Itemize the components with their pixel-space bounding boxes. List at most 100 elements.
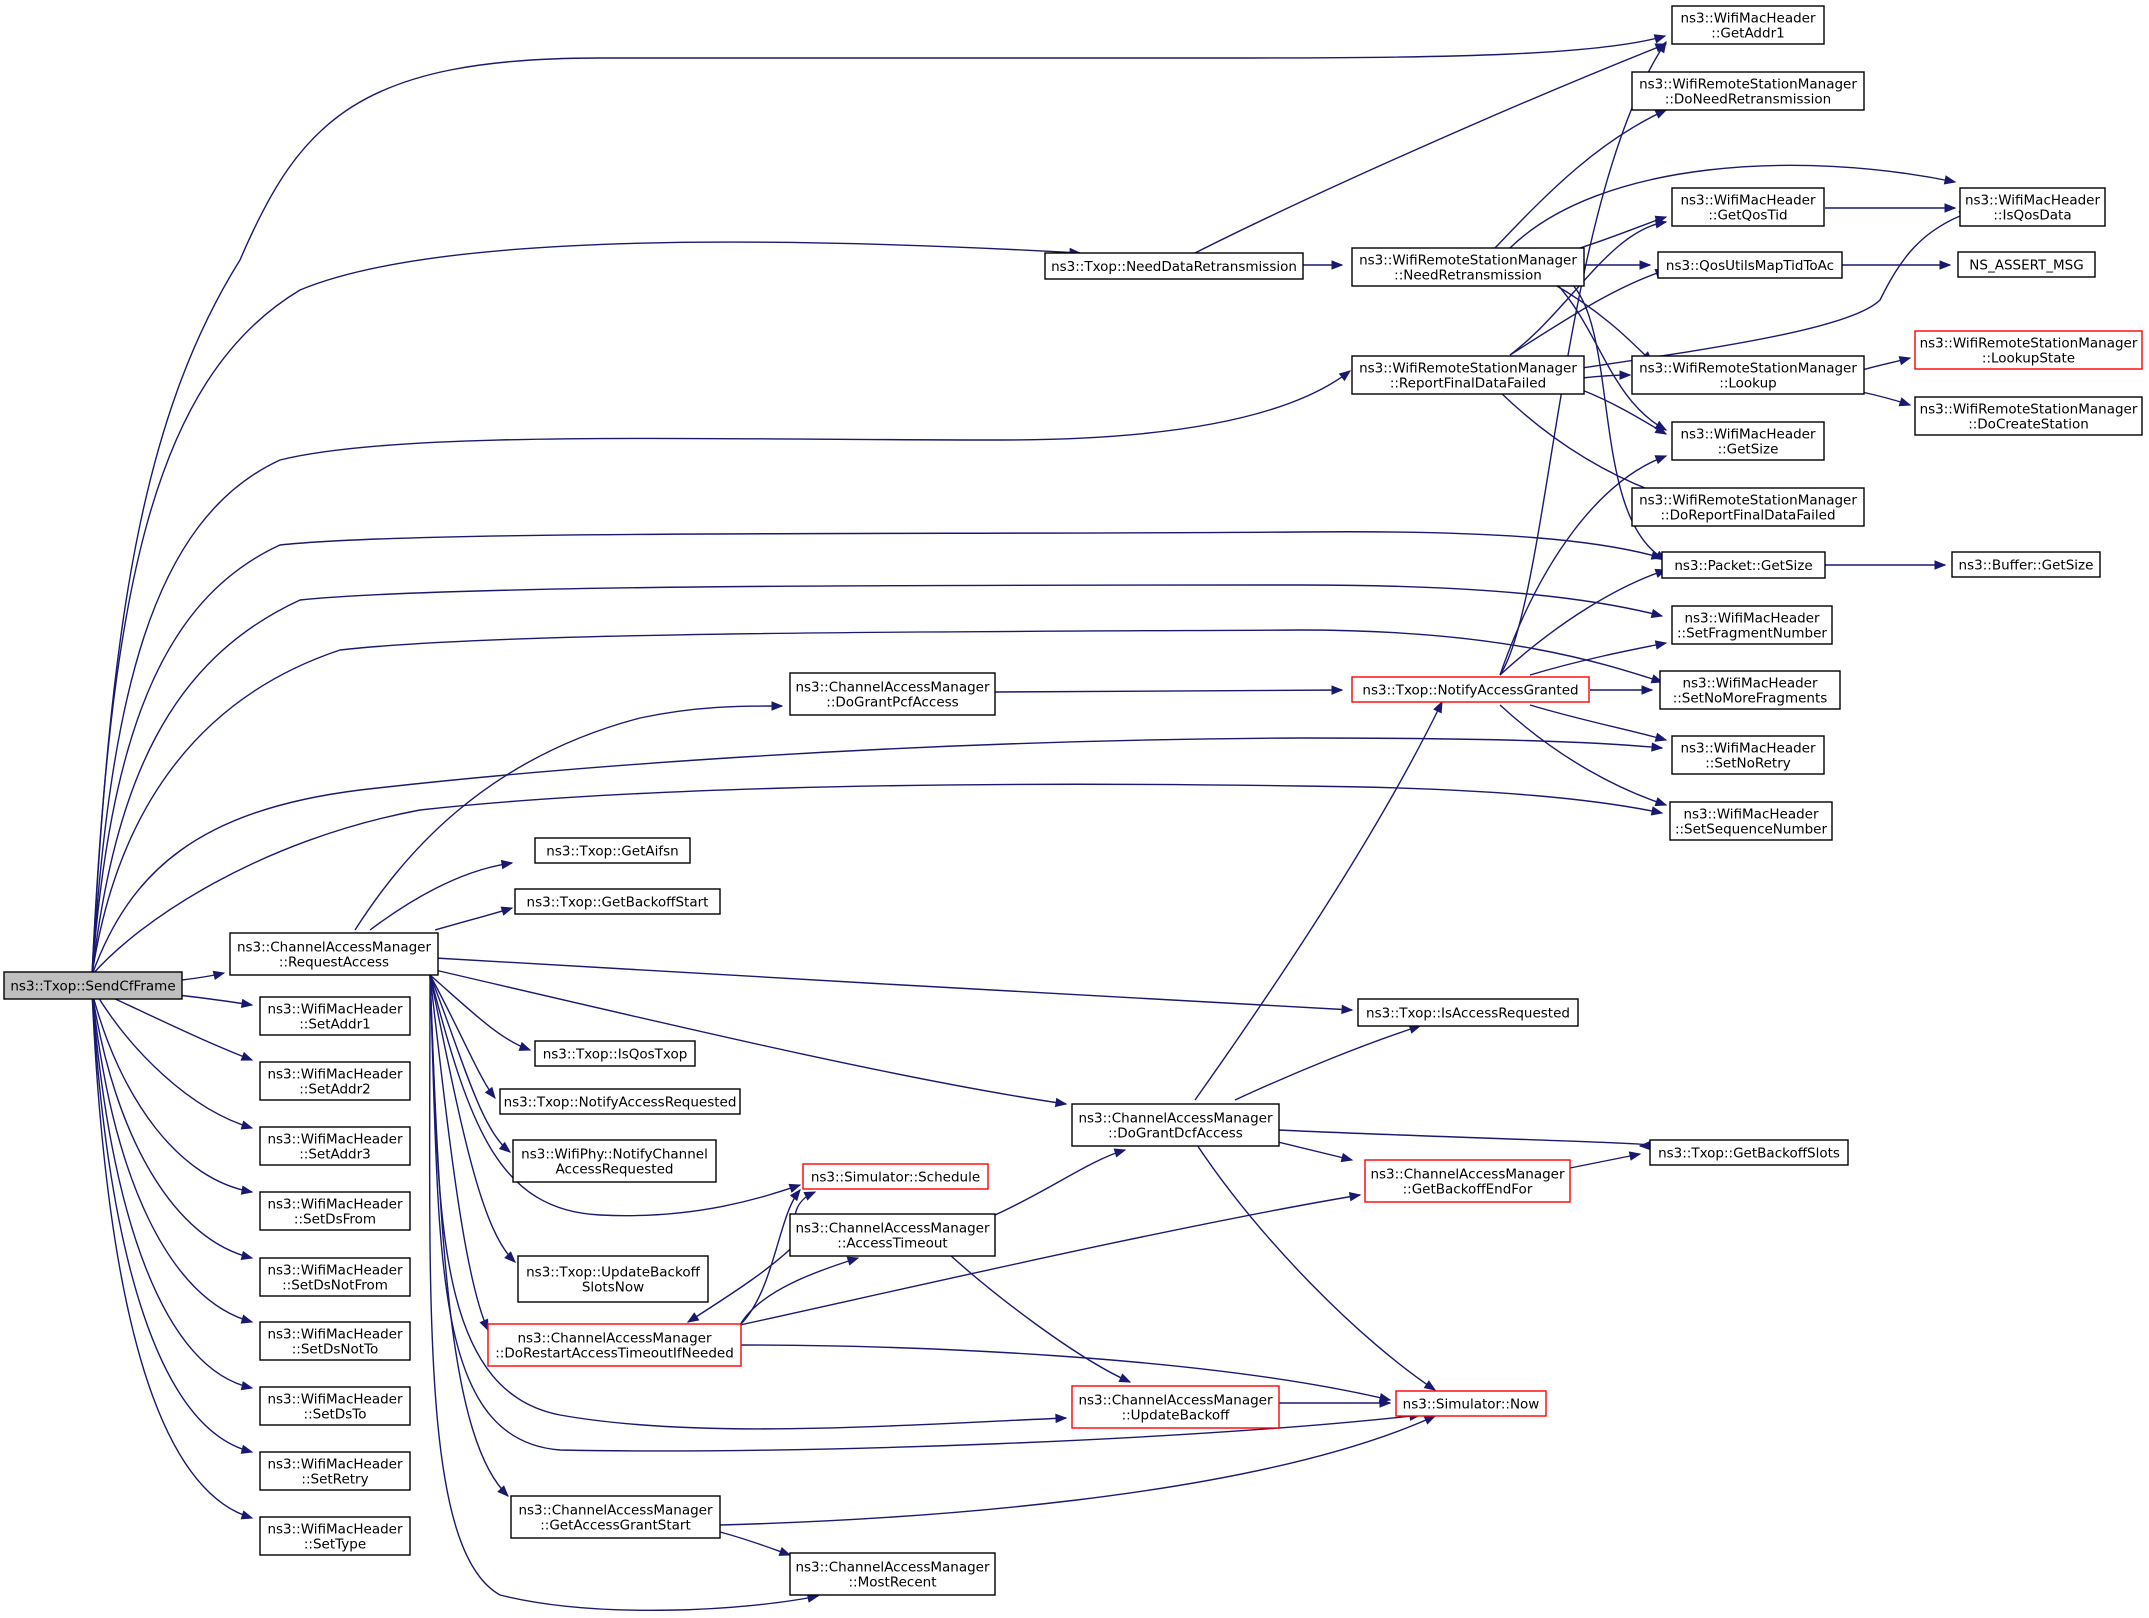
- node-mostrecent[interactable]: ns3::ChannelAccessManager::MostRecent: [789, 1552, 996, 1596]
- arrowhead: [1638, 1140, 1651, 1151]
- node-nsassert[interactable]: NS_ASSERT_MSG: [1957, 251, 2096, 278]
- arrowhead: [1641, 685, 1654, 695]
- edge-needretrans-isqosdata: [1509, 164, 1956, 249]
- edge-dcf-backoffslots: [1277, 1129, 1650, 1147]
- node-label: ::DoGrantPcfAccess: [826, 695, 958, 711]
- node-needdata[interactable]: ns3::Txop::NeedDataRetransmission: [1044, 252, 1304, 280]
- node-getsize[interactable]: ns3::WifiMacHeader::GetSize: [1671, 421, 1825, 461]
- node-phynotify[interactable]: ns3::WifiPhy::NotifyChannelAccessRequest…: [512, 1139, 717, 1183]
- node-settype[interactable]: ns3::WifiMacHeader::SetType: [259, 1516, 411, 1556]
- arrowhead: [1338, 370, 1352, 382]
- node-label: NS_ASSERT_MSG: [1969, 258, 2083, 274]
- node-notifyreq[interactable]: ns3::Txop::NotifyAccessRequested: [499, 1088, 741, 1115]
- arrowhead: [1654, 219, 1668, 229]
- node-box: [789, 1213, 996, 1257]
- node-label: ::GetQosTid: [1708, 208, 1787, 224]
- node-dsto[interactable]: ns3::WifiMacHeader::SetDsTo: [259, 1386, 411, 1426]
- node-label: ns3::WifiMacHeader: [267, 1327, 403, 1343]
- node-schedule[interactable]: ns3::Simulator::Schedule: [802, 1163, 989, 1190]
- node-label: ns3::Txop::IsAccessRequested: [1366, 1006, 1570, 1022]
- node-isqostxop[interactable]: ns3::Txop::IsQosTxop: [534, 1040, 696, 1067]
- node-setnoretry[interactable]: ns3::WifiMacHeader::SetNoRetry: [1671, 735, 1825, 775]
- node-restart[interactable]: ns3::ChannelAccessManager::DoRestartAcce…: [487, 1323, 742, 1367]
- node-setnomore[interactable]: ns3::WifiMacHeader::SetNoMoreFragments: [1659, 670, 1841, 710]
- node-lookup[interactable]: ns3::WifiRemoteStationManager::Lookup: [1631, 355, 1865, 395]
- edge-report-getsize: [1581, 389, 1667, 435]
- node-req[interactable]: ns3::ChannelAccessManager::RequestAccess: [229, 932, 439, 976]
- node-doneedretrans[interactable]: ns3::WifiRemoteStationManager::DoNeedRet…: [1631, 71, 1865, 111]
- node-reportfinal[interactable]: ns3::WifiRemoteStationManager::ReportFin…: [1351, 355, 1585, 395]
- edge-restart-now: [739, 1344, 1391, 1401]
- node-box: [1914, 396, 2143, 436]
- node-box: [259, 1321, 411, 1361]
- node-label: ns3::WifiRemoteStationManager: [1920, 402, 2138, 418]
- edge-report-qosutils: [1509, 269, 1667, 356]
- node-label: ns3::WifiMacHeader: [1684, 611, 1820, 627]
- node-qosutils[interactable]: ns3::QosUtilsMapTidToAc: [1657, 251, 1843, 279]
- edge-sendcf-settype: [91, 991, 253, 1519]
- node-box: [259, 1516, 411, 1556]
- node-box: [259, 1191, 411, 1231]
- node-dsfrom[interactable]: ns3::WifiMacHeader::SetDsFrom: [259, 1191, 411, 1231]
- edge-report-getqostid: [1509, 221, 1667, 356]
- node-dcf[interactable]: ns3::ChannelAccessManager::DoGrantDcfAcc…: [1071, 1103, 1280, 1147]
- node-acctimeout[interactable]: ns3::ChannelAccessManager::AccessTimeout: [789, 1213, 996, 1257]
- node-backoffend[interactable]: ns3::ChannelAccessManager::GetBackoffEnd…: [1364, 1159, 1571, 1203]
- node-aifsn[interactable]: ns3::Txop::GetAifsn: [534, 837, 691, 864]
- node-label: ::UpdateBackoff: [1122, 1408, 1231, 1424]
- node-box: [1071, 1385, 1280, 1429]
- node-setseq[interactable]: ns3::WifiMacHeader::SetSequenceNumber: [1669, 801, 1833, 841]
- node-seta2[interactable]: ns3::WifiMacHeader::SetAddr2: [259, 1061, 411, 1101]
- node-dsnotfrom[interactable]: ns3::WifiMacHeader::SetDsNotFrom: [259, 1257, 411, 1297]
- node-seta3[interactable]: ns3::WifiMacHeader::SetAddr3: [259, 1126, 411, 1166]
- node-notifygranted[interactable]: ns3::Txop::NotifyAccessGranted: [1351, 676, 1590, 703]
- edge-sendcf-reportfinal: [91, 370, 1351, 976]
- node-pcf[interactable]: ns3::ChannelAccessManager::DoGrantPcfAcc…: [789, 672, 996, 716]
- node-getaddr1[interactable]: ns3::WifiMacHeader::GetAddr1: [1671, 5, 1825, 45]
- node-dsnotto[interactable]: ns3::WifiMacHeader::SetDsNotTo: [259, 1321, 411, 1361]
- edge-req-isaccessreq: [434, 957, 1353, 1011]
- arrowhead: [240, 1120, 254, 1130]
- arrowhead: [1934, 560, 1947, 570]
- node-label: ns3::WifiMacHeader: [1680, 193, 1816, 209]
- arrowhead: [518, 1041, 532, 1051]
- node-isqosdata[interactable]: ns3::WifiMacHeader::IsQosData: [1959, 187, 2106, 227]
- node-setretry[interactable]: ns3::WifiMacHeader::SetRetry: [259, 1451, 411, 1491]
- node-docreate[interactable]: ns3::WifiRemoteStationManager::DoCreateS…: [1914, 396, 2143, 436]
- node-isaccessreq[interactable]: ns3::Txop::IsAccessRequested: [1357, 998, 1579, 1027]
- node-updbackoff[interactable]: ns3::ChannelAccessManager::UpdateBackoff: [1071, 1385, 1280, 1429]
- node-backoffstart[interactable]: ns3::Txop::GetBackoffStart: [514, 888, 721, 915]
- edge-sendcf-setnomore: [91, 629, 1663, 976]
- node-backoffslots[interactable]: ns3::Txop::GetBackoffSlots: [1649, 1139, 1849, 1166]
- node-getqostid[interactable]: ns3::WifiMacHeader::GetQosTid: [1671, 187, 1825, 227]
- node-pktsize[interactable]: ns3::Packet::GetSize: [1661, 551, 1826, 579]
- edge-grantstart-now: [719, 1415, 1436, 1526]
- node-label: ::IsQosData: [1993, 208, 2071, 224]
- edge-req-updslots: [429, 974, 516, 1263]
- node-box: [1671, 421, 1825, 461]
- arrowhead: [240, 1250, 254, 1260]
- arrowhead: [1348, 1192, 1362, 1202]
- edge-pcf-notifygranted: [994, 689, 1343, 693]
- node-grantstart[interactable]: ns3::ChannelAccessManager::GetAccessGran…: [510, 1495, 721, 1539]
- node-lookupstate[interactable]: ns3::WifiRemoteStationManager::LookupSta…: [1914, 330, 2143, 370]
- arrowhead: [479, 1318, 489, 1332]
- node-label: ::DoReportFinalDataFailed: [1660, 508, 1835, 524]
- node-needretrans[interactable]: ns3::WifiRemoteStationManager::NeedRetra…: [1351, 247, 1585, 287]
- node-sendcf[interactable]: ns3::Txop::SendCfFrame: [3, 971, 183, 1000]
- arrowhead: [686, 1312, 700, 1323]
- node-setfrag[interactable]: ns3::WifiMacHeader::SetFragmentNumber: [1671, 605, 1833, 645]
- edge-notify-setseq: [1499, 704, 1667, 806]
- node-bufsize[interactable]: ns3::Buffer::GetSize: [1951, 551, 2101, 578]
- node-label: ns3::WifiMacHeader: [267, 1002, 403, 1018]
- node-label: ns3::Simulator::Now: [1403, 1397, 1540, 1413]
- node-box: [1957, 251, 2096, 278]
- node-now[interactable]: ns3::Simulator::Now: [1395, 1390, 1547, 1417]
- arrowhead: [1619, 370, 1632, 380]
- node-box: [1669, 801, 1833, 841]
- node-seta1[interactable]: ns3::WifiMacHeader::SetAddr1: [259, 996, 411, 1036]
- arrowhead: [803, 1191, 817, 1201]
- arrowhead: [240, 998, 254, 1009]
- node-doreport[interactable]: ns3::WifiRemoteStationManager::DoReportF…: [1631, 487, 1865, 527]
